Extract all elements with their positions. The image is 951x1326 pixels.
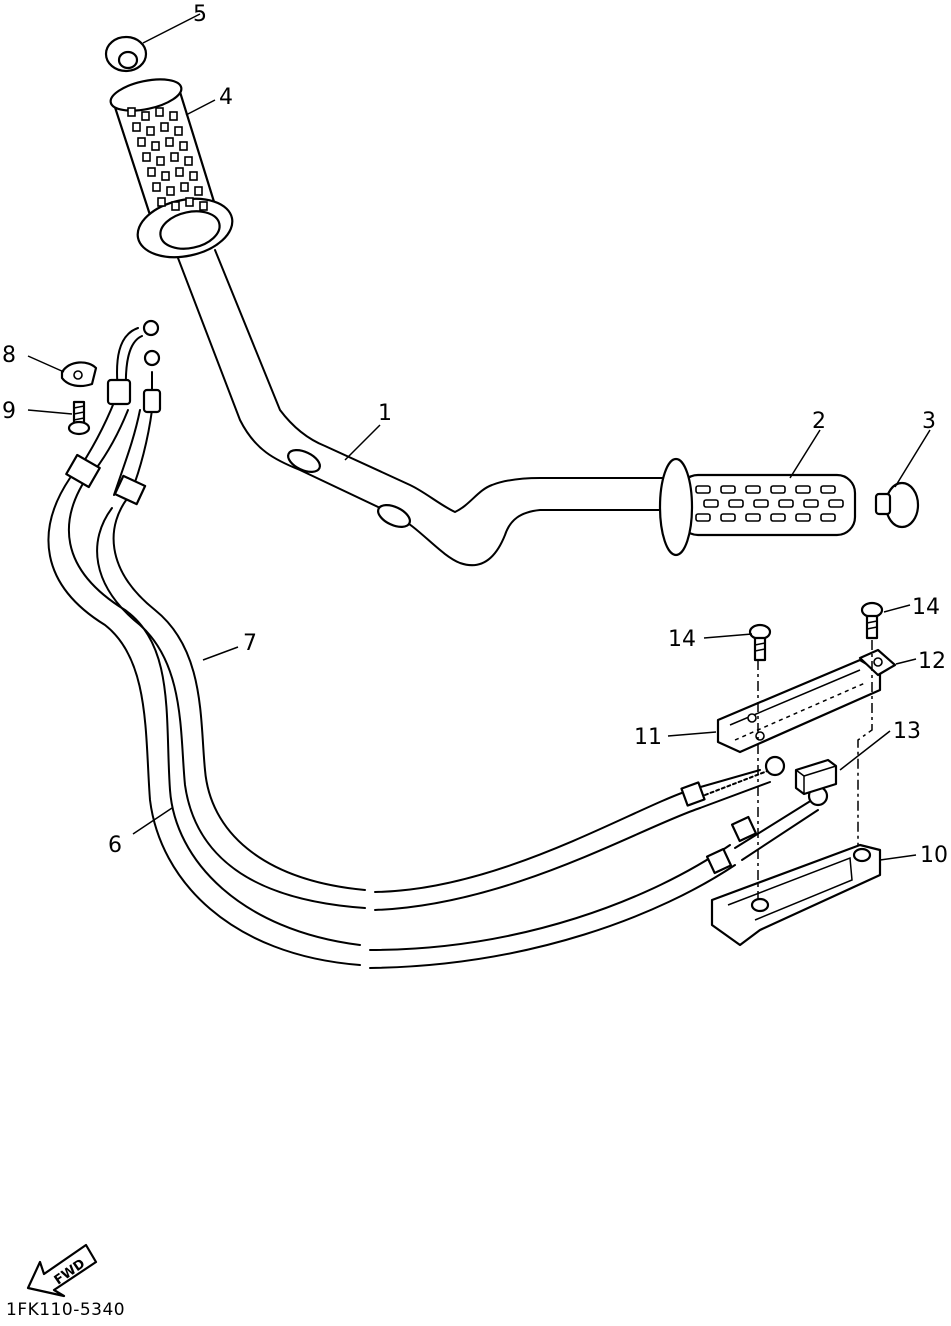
grip-hole <box>179 141 188 151</box>
grip-hole <box>720 485 736 494</box>
callout-6: 6 <box>108 833 122 858</box>
grip-hole <box>199 201 208 211</box>
grip-hole <box>778 499 794 508</box>
throttle-housing-lower <box>710 843 882 947</box>
clamp-screw <box>67 400 91 436</box>
grip-hole <box>189 171 198 181</box>
grip-hole <box>171 201 180 211</box>
callout-3: 3 <box>922 409 936 434</box>
throttle-grip-pattern <box>127 107 208 211</box>
grip-hole <box>127 107 136 117</box>
housing-block <box>794 758 838 796</box>
callout-10: 10 <box>920 843 948 868</box>
callout-11: 11 <box>634 725 662 750</box>
grip-hole <box>745 513 761 522</box>
grip-hole <box>820 513 836 522</box>
screw-left <box>748 623 772 662</box>
grip-hole <box>695 485 711 494</box>
grip-hole <box>770 513 786 522</box>
callout-12: 12 <box>918 649 946 674</box>
left-grip-pattern <box>695 485 844 522</box>
bar-end-cap <box>874 481 920 529</box>
grip-hole <box>803 499 819 508</box>
grip-hole <box>156 156 165 166</box>
housing-plate <box>858 648 897 677</box>
grip-hole <box>795 485 811 494</box>
grip-end-cap <box>104 35 148 73</box>
grip-hole <box>175 167 184 177</box>
grip-hole <box>160 122 169 132</box>
grip-hole <box>720 513 736 522</box>
grip-hole <box>166 186 175 196</box>
grip-hole <box>169 111 178 121</box>
callout-14-left: 14 <box>668 627 696 652</box>
grip-hole <box>147 167 156 177</box>
grip-hole <box>795 513 811 522</box>
cable-clamp <box>60 361 98 388</box>
grip-hole <box>155 107 164 117</box>
left-grip <box>658 457 857 557</box>
callout-8: 8 <box>2 343 16 368</box>
grip-hole <box>770 485 786 494</box>
grip-hole <box>745 485 761 494</box>
grip-hole <box>152 182 161 192</box>
grip-hole <box>170 152 179 162</box>
cable-upper-ends <box>106 319 162 414</box>
grip-hole <box>753 499 769 508</box>
document-code: 1FK110-5340 <box>6 1300 126 1320</box>
grip-hole <box>728 499 744 508</box>
grip-hole <box>180 182 189 192</box>
grip-hole <box>185 197 194 207</box>
callout-14-right: 14 <box>912 595 940 620</box>
grip-hole <box>174 126 183 136</box>
assembly-guide-lines <box>757 640 873 900</box>
fwd-arrow-icon: FWD <box>26 1243 98 1298</box>
grip-hole <box>146 126 155 136</box>
grip-hole <box>828 499 844 508</box>
grip-hole <box>157 197 166 207</box>
callout-5: 5 <box>193 2 207 27</box>
cable-6 <box>47 399 736 969</box>
callout-1: 1 <box>378 401 392 426</box>
grip-hole <box>142 152 151 162</box>
grip-hole <box>161 171 170 181</box>
callout-2: 2 <box>812 409 826 434</box>
throttle-grip <box>109 78 234 259</box>
callout-4: 4 <box>219 85 233 110</box>
grip-hole <box>165 137 174 147</box>
grip-hole <box>184 156 193 166</box>
grip-hole <box>820 485 836 494</box>
callout-7: 7 <box>243 631 257 656</box>
callout-13: 13 <box>893 719 921 744</box>
screw-right <box>860 601 884 640</box>
leader-lines <box>27 13 931 861</box>
callout-numbers: 5 4 1 2 3 8 9 7 6 10 11 12 13 14 14 <box>2 2 948 868</box>
grip-hole <box>703 499 719 508</box>
grip-hole <box>194 186 203 196</box>
grip-hole <box>695 513 711 522</box>
cable-7 <box>96 409 701 911</box>
callout-9: 9 <box>2 399 16 424</box>
grip-hole <box>132 122 141 132</box>
cable-lower-ends <box>680 755 829 875</box>
handlebar <box>177 249 673 567</box>
throttle-housing-upper <box>716 658 882 754</box>
grip-hole <box>151 141 160 151</box>
grip-hole <box>137 137 146 147</box>
grip-hole <box>141 111 150 121</box>
